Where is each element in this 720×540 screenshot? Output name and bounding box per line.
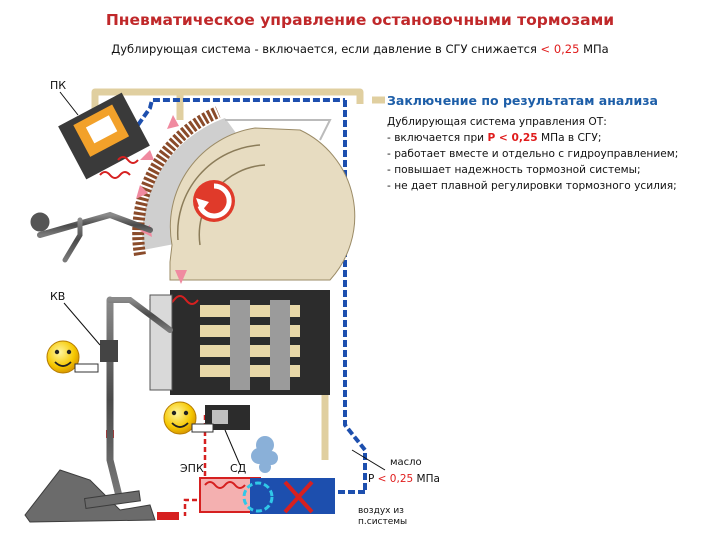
label-sd: СД — [230, 462, 247, 475]
red-lines — [108, 345, 207, 516]
oil-pressure-unit: МПа — [413, 473, 440, 485]
oil-pressure-value: < 0,25 — [377, 473, 414, 485]
conclusion-item-1-prefix: - включается при — [387, 132, 488, 144]
label-pointers — [59, 91, 386, 471]
label-oil-pressure: Р < 0,25 МПа — [368, 473, 440, 485]
conclusion-item-1: - включается при Р < 0,25 МПа в СГУ; — [387, 130, 717, 146]
label-air-source: воздух из п.системы — [358, 506, 407, 528]
red-stop-marker — [157, 512, 179, 520]
air-source-line2: п.системы — [358, 517, 408, 527]
smiley-icon-2 — [163, 401, 214, 435]
hydraulic-cylinder-block — [149, 290, 330, 395]
air-source-line1: воздух из — [358, 506, 404, 516]
conclusion-item-3: - повышает надежность тормозной системы; — [387, 164, 641, 176]
sd-sensor — [251, 436, 278, 473]
conclusion-item-4: - не дает плавной регулировки тормозного… — [387, 180, 677, 192]
pk-valve — [58, 92, 150, 180]
label-pk: ПК — [50, 79, 67, 92]
label-kv: КВ — [50, 290, 66, 303]
subtitle-pressure-value: < 0,25 — [540, 42, 580, 56]
rotation-arrow-icon — [193, 180, 235, 222]
conclusion-item-1-value: Р < 0,25 — [487, 132, 538, 144]
conclusion-item-2: - работает вместе и отдельно с гидроупра… — [387, 148, 679, 160]
label-epk: ЭПК — [180, 462, 204, 475]
diagram-subtitle: Дублирующая система - включается, если д… — [0, 42, 720, 56]
smiley-icon — [46, 340, 99, 374]
label-oil: масло — [390, 457, 422, 468]
conclusion-intro: Дублирующая система управления ОТ: — [387, 116, 607, 128]
conclusion-item-1-unit: МПа в СГУ; — [537, 132, 602, 144]
subtitle-pressure-unit: МПа — [579, 42, 609, 56]
conclusion-panel: Заключение по результатам анализа Дублир… — [387, 93, 717, 194]
subtitle-text: Дублирующая система - включается, если д… — [111, 42, 541, 56]
diagram-title: Пневматическое управление остановочными … — [105, 11, 615, 29]
oil-pressure-prefix: Р — [368, 473, 378, 485]
kv-switch — [100, 340, 118, 362]
air-valve — [199, 477, 335, 514]
conclusion-heading: Заключение по результатам анализа — [387, 93, 658, 108]
pedal-assembly — [24, 469, 156, 523]
brake-disk — [132, 106, 356, 281]
